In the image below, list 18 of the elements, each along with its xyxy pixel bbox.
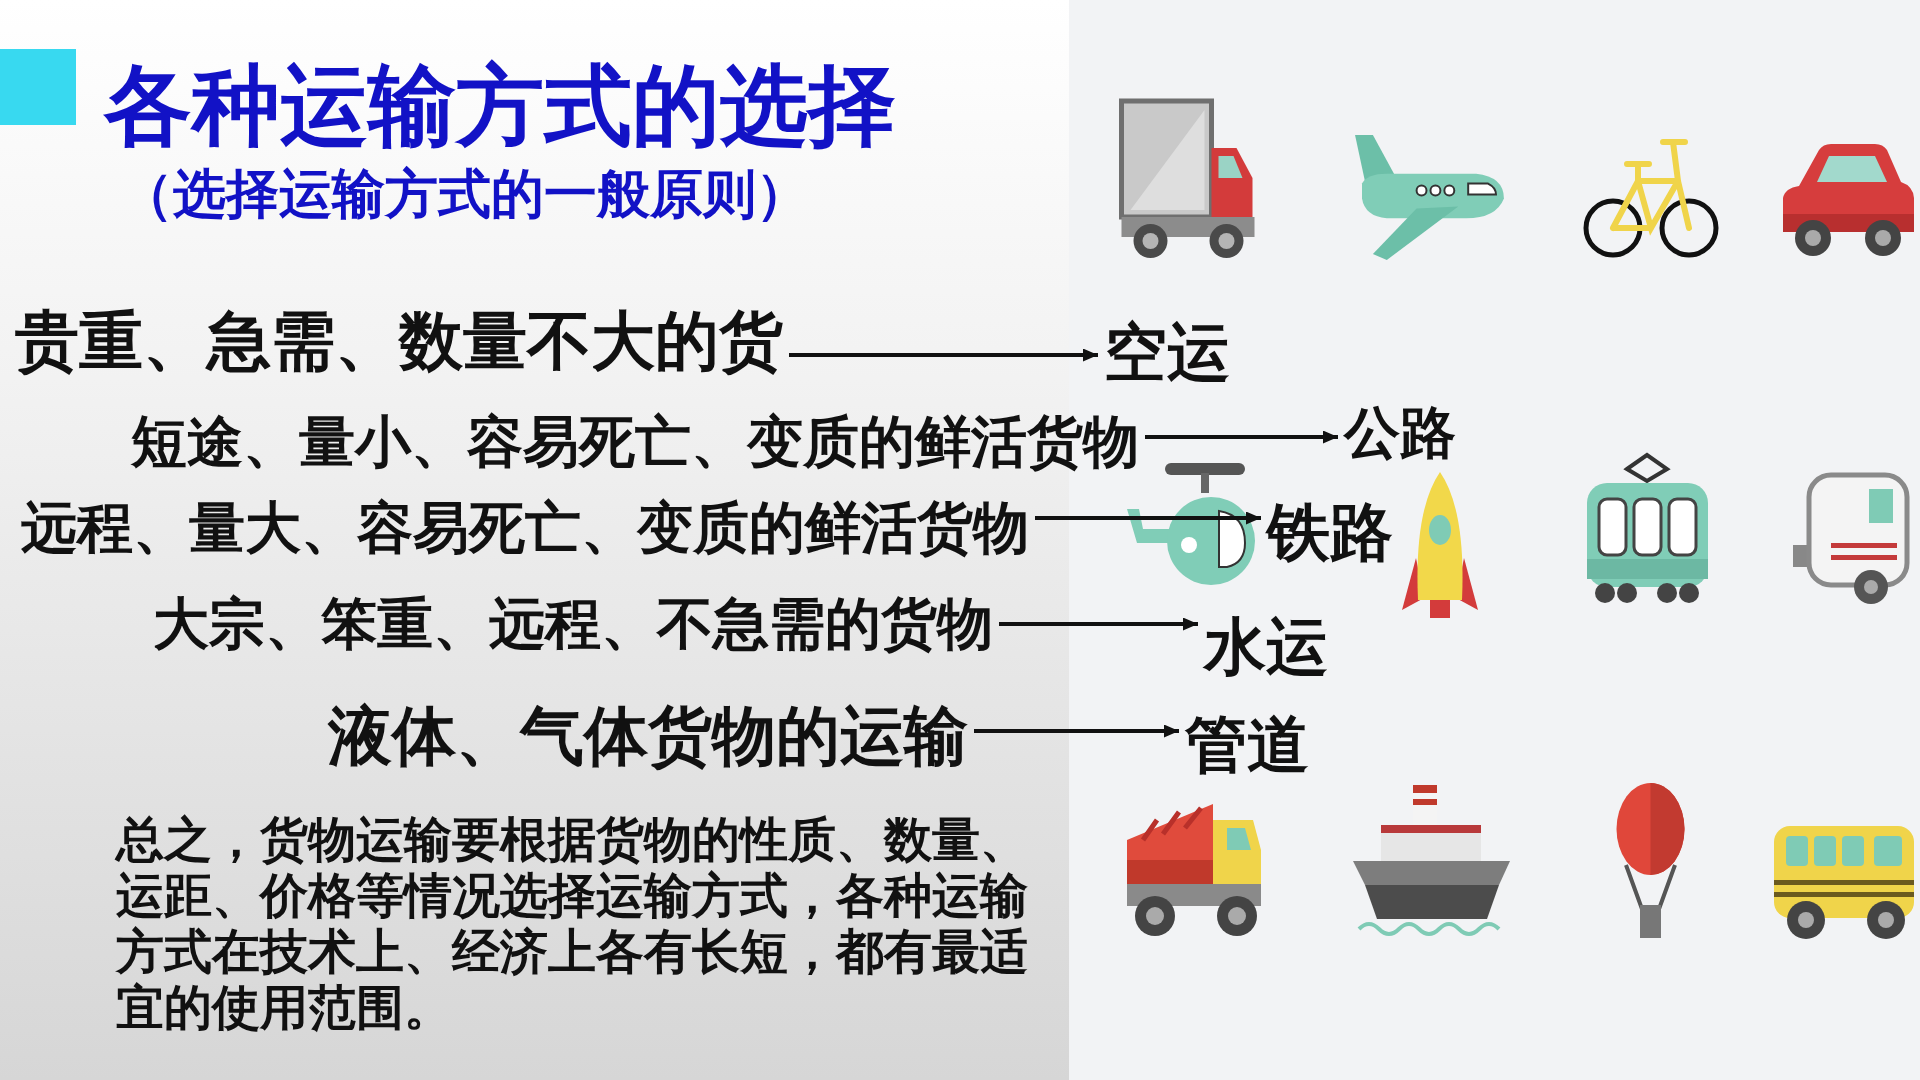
transport-mode-label: 水运 bbox=[1204, 611, 1328, 683]
transport-mode-label: 空运 bbox=[1104, 317, 1230, 390]
arrow bbox=[1035, 511, 1261, 525]
cargo-description: 远程、量大、容易死亡、变质的鲜活货物 bbox=[21, 496, 1029, 561]
transport-mode-label: 铁路 bbox=[1267, 497, 1393, 570]
cargo-description: 短途、量小、容易死亡、变质的鲜活货物 bbox=[131, 410, 1139, 475]
cargo-description: 贵重、急需、数量不大的货 bbox=[15, 305, 783, 379]
transport-mode-label: 公路 bbox=[1344, 401, 1456, 466]
slide-title: 各种运输方式的选择 bbox=[104, 58, 896, 155]
cargo-description: 液体、气体货物的运输 bbox=[328, 700, 968, 774]
arrow bbox=[999, 617, 1198, 631]
subtitle: （选择运输方式的一般原则） bbox=[120, 164, 809, 225]
cargo-description: 大宗、笨重、远程、不急需的货物 bbox=[153, 592, 993, 657]
arrow bbox=[789, 348, 1098, 362]
arrow bbox=[974, 724, 1179, 738]
summary-paragraph: 总之，货物运输要根据货物的性质、数量、运距、价格等情况选择运输方式，各种运输方式在技术上、经济上各有长短，都有最适宜的使用范围。 bbox=[116, 811, 1029, 1035]
arrow bbox=[1145, 430, 1338, 444]
transport-mode-label: 管道 bbox=[1185, 709, 1309, 781]
